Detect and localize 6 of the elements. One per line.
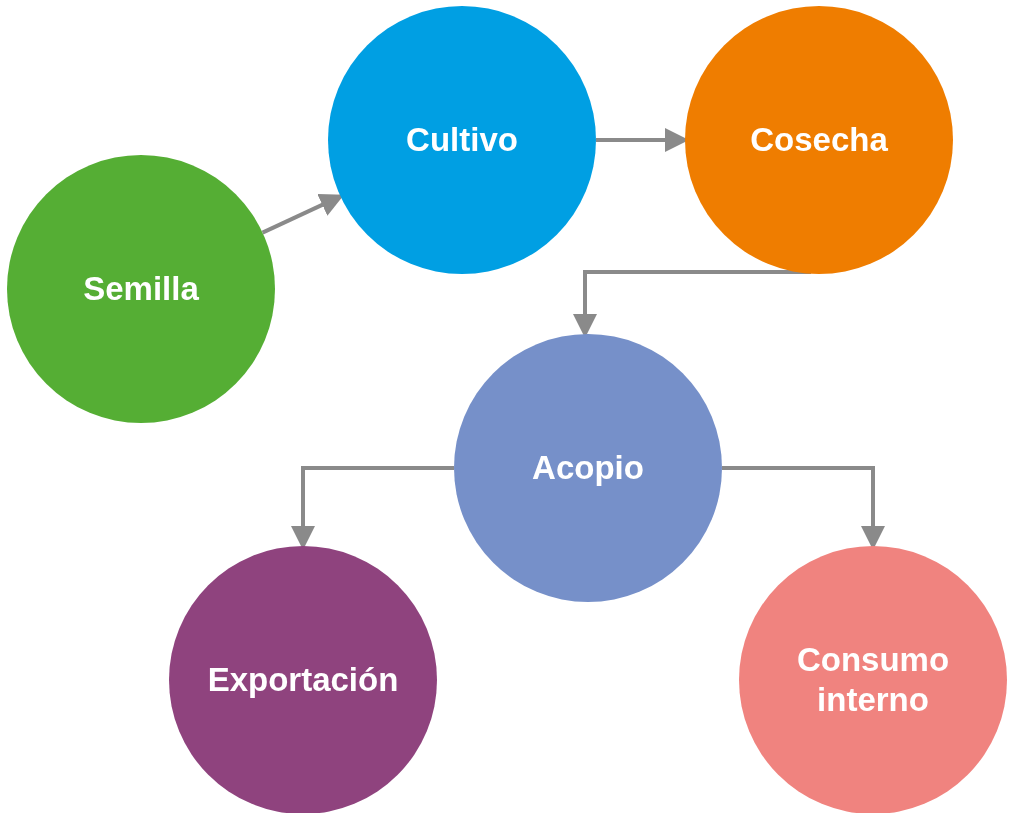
node-label: Acopio: [532, 448, 644, 488]
node-label: Exportación: [207, 660, 399, 700]
node-label: Cosecha: [750, 120, 888, 160]
node-label: Consumo interno: [795, 640, 951, 720]
node-label: Semilla: [83, 269, 199, 309]
node-label: Cultivo: [406, 120, 518, 160]
